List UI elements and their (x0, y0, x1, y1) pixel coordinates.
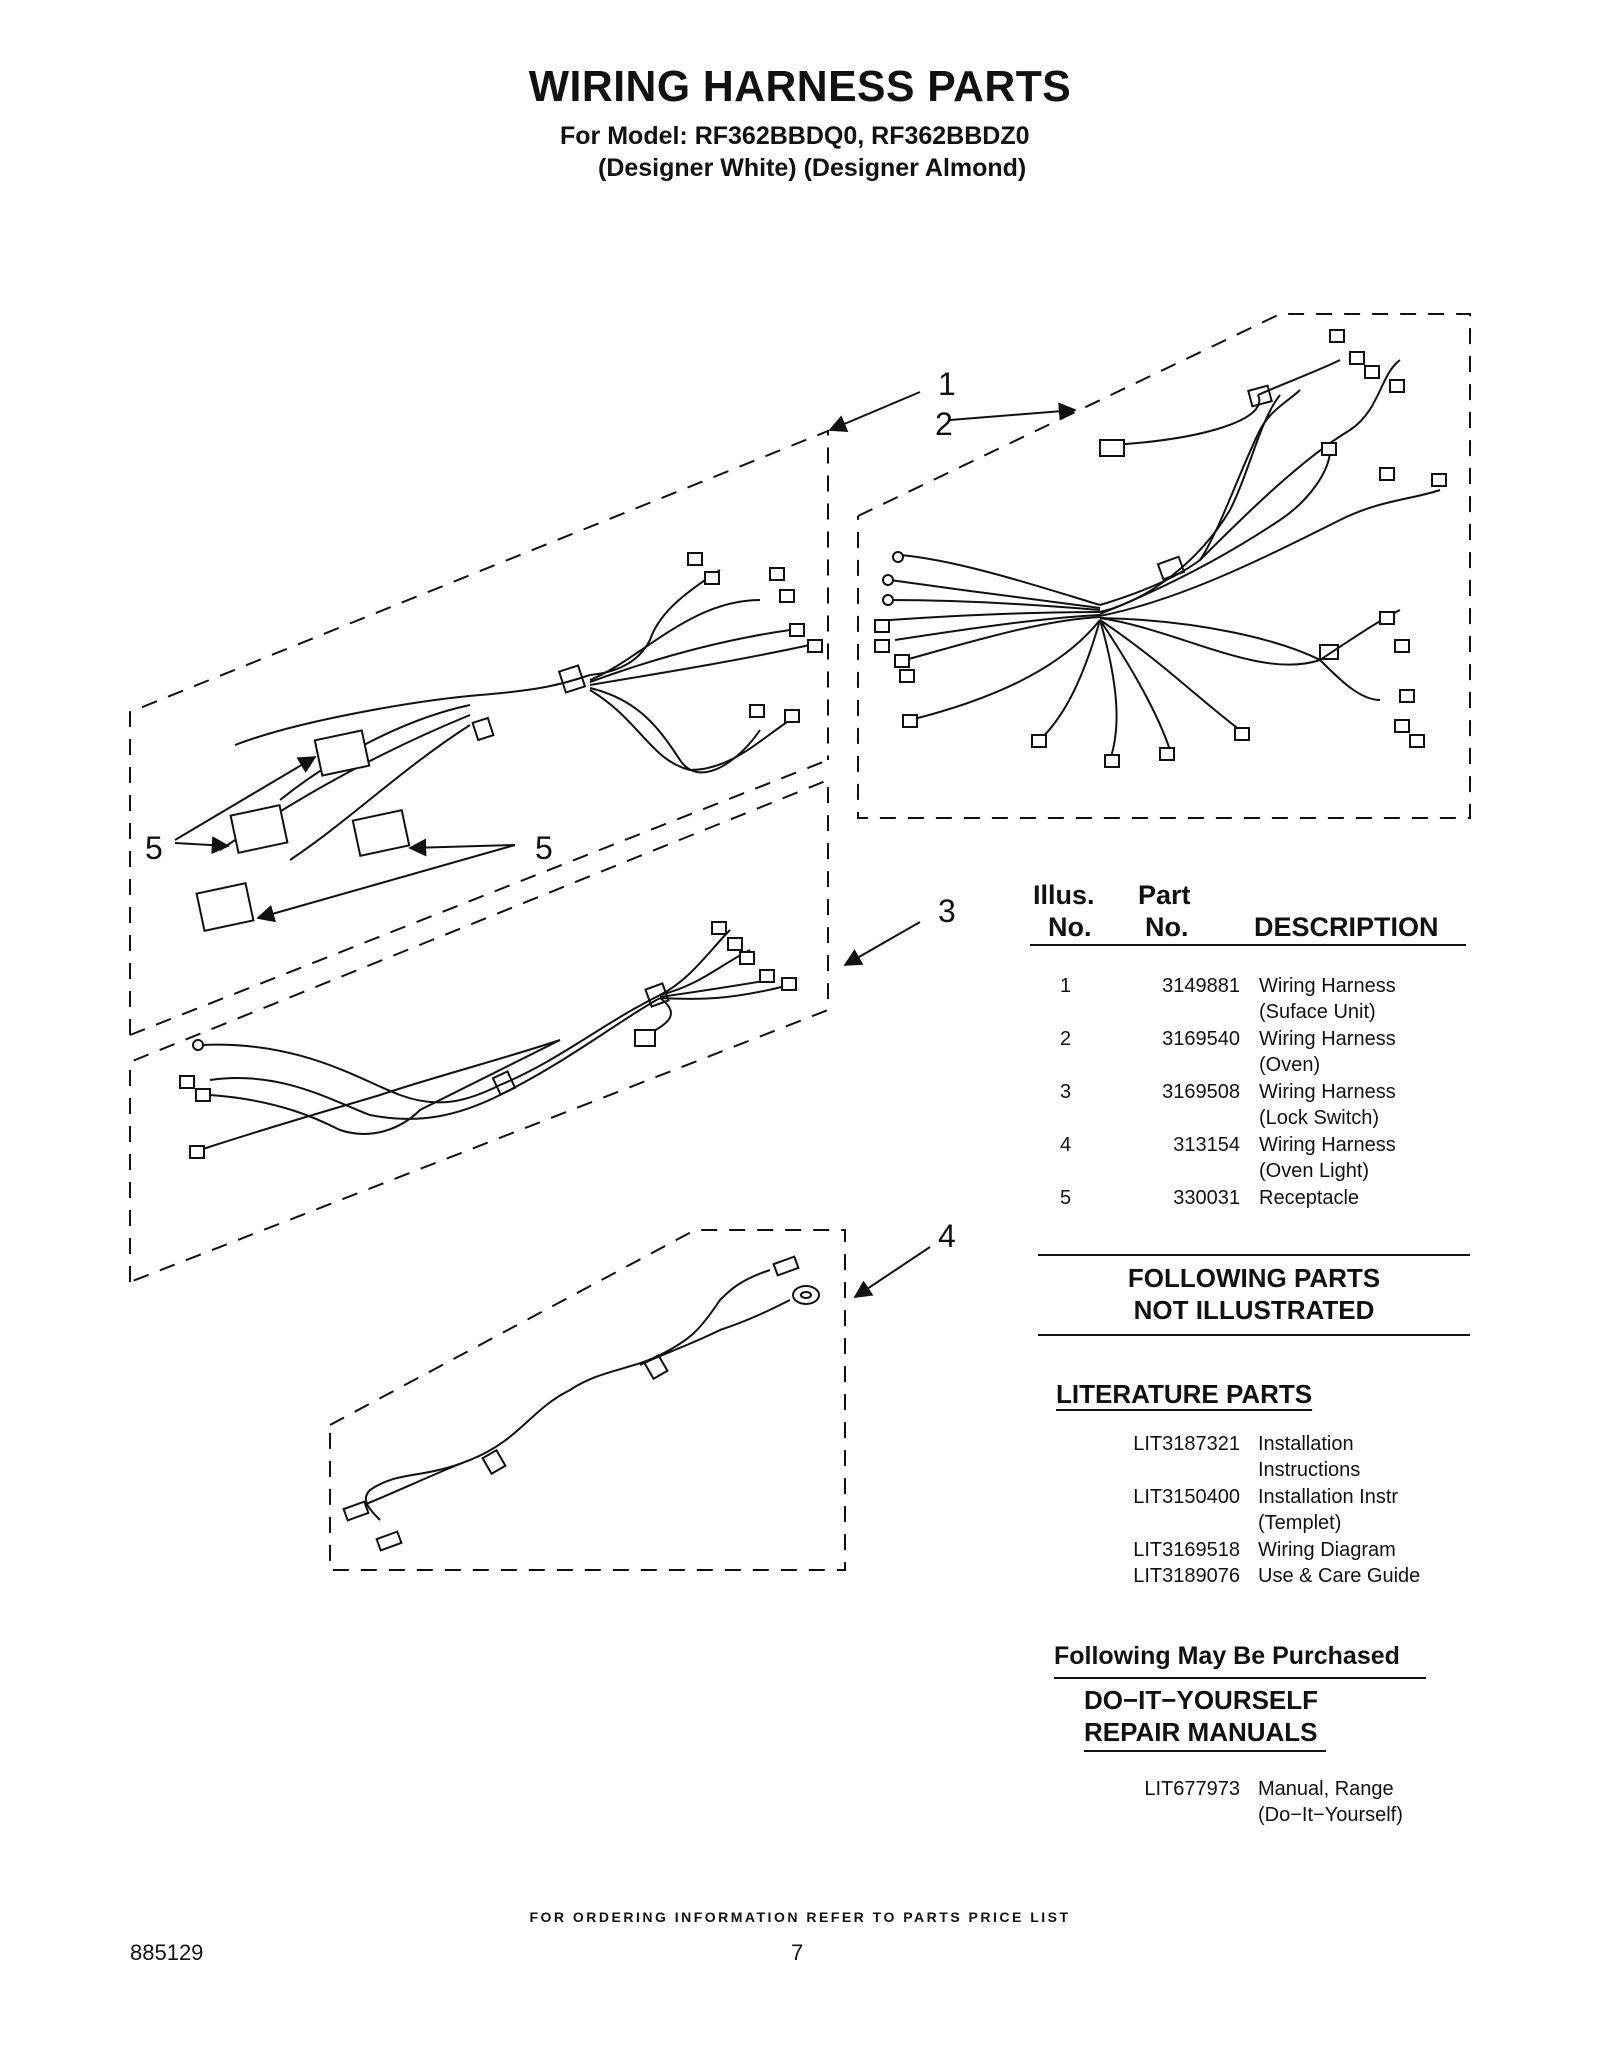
row-desc: Wiring Harness (1259, 1028, 1396, 1050)
literature-heading: LITERATURE PARTS (1056, 1379, 1313, 1409)
row-illus: 2 (1060, 1028, 1072, 1050)
manual-desc: Manual, Range (1258, 1778, 1394, 1800)
row-desc: Wiring Harness (1259, 1134, 1396, 1156)
row-desc: Wiring Harness (1259, 1081, 1396, 1103)
leader-arrow-2 (949, 402, 1077, 421)
manual-part: LIT677973 (1144, 1778, 1240, 1800)
page-title: WIRING HARNESS PARTS (528, 62, 1072, 111)
not-illustrated-rule-bottom (1038, 1334, 1470, 1336)
boundary-box-1 (129, 429, 829, 1036)
receptacle-5 (195, 729, 411, 932)
page-number: 7 (791, 1940, 804, 1965)
terminals-2 (874, 329, 1447, 768)
table-header-rule (1030, 944, 1466, 946)
row-part: 3169540 (1162, 1028, 1240, 1050)
boundary-box-3 (129, 778, 829, 1283)
lit-desc-sub: Instructions (1258, 1459, 1361, 1481)
not-illustrated-line1: FOLLOWING PARTS (1127, 1263, 1381, 1293)
model-line: For Model: RF362BBDQ0, RF362BBDZ0 (560, 122, 1030, 150)
row-illus: 5 (1060, 1187, 1072, 1209)
col-illus-bottom: No. (1048, 912, 1092, 942)
lit-desc: Installation Instr (1258, 1486, 1399, 1508)
col-part-bottom: No. (1145, 912, 1189, 942)
col-description: DESCRIPTION (1254, 912, 1439, 942)
row-desc-sub: (Lock Switch) (1259, 1107, 1380, 1129)
row-desc: Wiring Harness (1259, 975, 1396, 997)
row-desc-sub: (Oven) (1259, 1054, 1321, 1076)
boundary-box-4 (329, 1229, 846, 1571)
row-desc: Receptacle (1259, 1187, 1360, 1209)
row-illus: 3 (1060, 1081, 1072, 1103)
leader-arrow-5c (408, 838, 516, 857)
diy-line2: REPAIR MANUALS (1084, 1717, 1318, 1747)
variant-line: (Designer White) (Designer Almond) (598, 154, 1027, 182)
leader-arrow-5d (256, 844, 516, 923)
harness-4 (349, 1269, 791, 1521)
lit-desc-sub: (Templet) (1258, 1512, 1342, 1534)
callout-3: 3 (938, 893, 956, 929)
ordering-note: FOR ORDERING INFORMATION REFER TO PARTS … (529, 1909, 1071, 1925)
row-part: 313154 (1173, 1134, 1240, 1156)
diy-line1: DO−IT−YOURSELF (1084, 1685, 1319, 1715)
lit-part: LIT3187321 (1133, 1433, 1240, 1455)
not-illustrated-rule-top (1038, 1254, 1470, 1256)
row-part: 330031 (1173, 1187, 1240, 1209)
leader-arrow-5a (174, 756, 317, 841)
leader-arrow-4 (853, 1246, 931, 1298)
lit-desc: Use & Care Guide (1258, 1565, 1421, 1587)
terminals-1 (687, 552, 823, 723)
leader-arrow-3 (843, 921, 921, 966)
purchase-heading: Following May Be Purchased (1054, 1642, 1400, 1670)
harness-1 (219, 569, 811, 861)
leader-arrow-5b (174, 836, 230, 855)
row-illus: 1 (1060, 975, 1072, 997)
document-number: 885129 (130, 1940, 204, 1965)
boundary-box-2 (857, 313, 1471, 819)
row-desc-sub: (Suface Unit) (1259, 1001, 1376, 1023)
harness-3 (199, 929, 791, 1151)
callout-2: 2 (935, 406, 953, 442)
row-desc-sub: (Oven Light) (1259, 1160, 1370, 1182)
callout-4: 4 (938, 1218, 956, 1254)
callout-5-right: 5 (535, 830, 553, 866)
row-part: 3149881 (1162, 975, 1240, 997)
lit-part: LIT3150400 (1133, 1486, 1240, 1508)
lit-desc: Wiring Diagram (1258, 1539, 1396, 1561)
not-illustrated-line2: NOT ILLUSTRATED (1133, 1295, 1375, 1325)
callout-5-left: 5 (145, 830, 163, 866)
row-illus: 4 (1060, 1134, 1072, 1156)
diy-rule (1084, 1750, 1326, 1752)
leader-arrow-1 (828, 391, 921, 432)
lit-part: LIT3189076 (1133, 1565, 1240, 1587)
col-part-top: Part (1138, 880, 1191, 910)
harness-2 (889, 359, 1441, 761)
terminals-3 (179, 921, 797, 1159)
terminals-4 (342, 1255, 820, 1552)
callout-1: 1 (938, 366, 956, 402)
purchase-heading-rule (1054, 1677, 1426, 1679)
lit-desc: Installation (1258, 1433, 1354, 1455)
col-illus-top: Illus. (1033, 880, 1095, 910)
lit-part: LIT3169518 (1133, 1539, 1240, 1561)
manual-desc-sub: (Do−It−Yourself) (1258, 1804, 1403, 1826)
row-part: 3169508 (1162, 1081, 1240, 1103)
